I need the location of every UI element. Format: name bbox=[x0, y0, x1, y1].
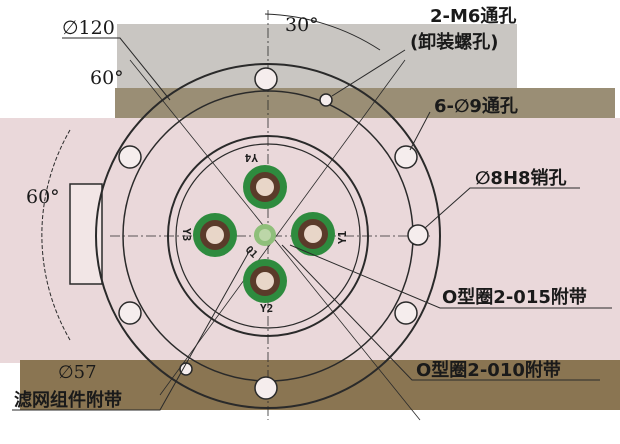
label-port-y4: Y4 bbox=[244, 151, 258, 164]
label-pin-hole: ∅8H8销孔 bbox=[475, 167, 567, 189]
port-y2 bbox=[243, 259, 287, 303]
leader-oring-010 bbox=[281, 244, 600, 381]
label-diameter-57: ∅57 bbox=[58, 362, 97, 383]
bolt-hole-upper-left bbox=[118, 145, 142, 169]
label-oring-010: O型圈2-010附带 bbox=[416, 359, 561, 381]
label-port-y3: Y3 bbox=[180, 228, 193, 241]
side-tab bbox=[69, 183, 103, 285]
label-angle-30: 30° bbox=[285, 14, 319, 36]
label-through-hole: 6-∅9通孔 bbox=[434, 96, 518, 117]
label-m6-hole: 2-M6通孔 bbox=[430, 6, 516, 27]
label-diameter-120: ∅120 bbox=[62, 17, 115, 39]
label-angle-60-left: 60° bbox=[26, 186, 60, 208]
port-y3 bbox=[193, 213, 237, 257]
leader-pin-hole bbox=[424, 187, 580, 229]
port-q1 bbox=[254, 224, 276, 246]
m6-hole-top bbox=[319, 93, 333, 107]
bolt-hole-lower-left bbox=[118, 301, 142, 325]
label-port-y1: Y1 bbox=[336, 230, 349, 244]
port-y1 bbox=[291, 212, 335, 256]
label-angle-60-upper: 60° bbox=[90, 67, 124, 89]
leader-oring-015 bbox=[289, 244, 612, 309]
leader-filter bbox=[12, 249, 251, 411]
angle-arc-60-left bbox=[41, 129, 71, 341]
diagonal-line-2 bbox=[159, 59, 406, 396]
bolt-hole-lower-right bbox=[394, 301, 418, 325]
label-oring-015: O型圈2-015附带 bbox=[442, 286, 587, 308]
port-y4 bbox=[243, 165, 287, 209]
diagonal-line-1 bbox=[129, 59, 421, 421]
pin-hole bbox=[407, 224, 429, 246]
label-m6-note: (卸装螺孔) bbox=[410, 31, 498, 53]
bolt-hole-top bbox=[254, 67, 278, 91]
angle-arc-30 bbox=[264, 13, 381, 51]
m6-hole-bottom bbox=[179, 362, 193, 376]
leader-diameter-120 bbox=[62, 37, 171, 101]
leader-m6 bbox=[331, 49, 406, 97]
bolt-hole-bottom bbox=[254, 376, 278, 400]
label-port-y2: Y2 bbox=[260, 302, 273, 315]
leader-through-hole bbox=[409, 111, 431, 151]
lower-brown-band bbox=[20, 360, 620, 410]
bolt-hole-upper-right bbox=[394, 145, 418, 169]
label-filter: 滤网组件附带 bbox=[14, 389, 122, 411]
